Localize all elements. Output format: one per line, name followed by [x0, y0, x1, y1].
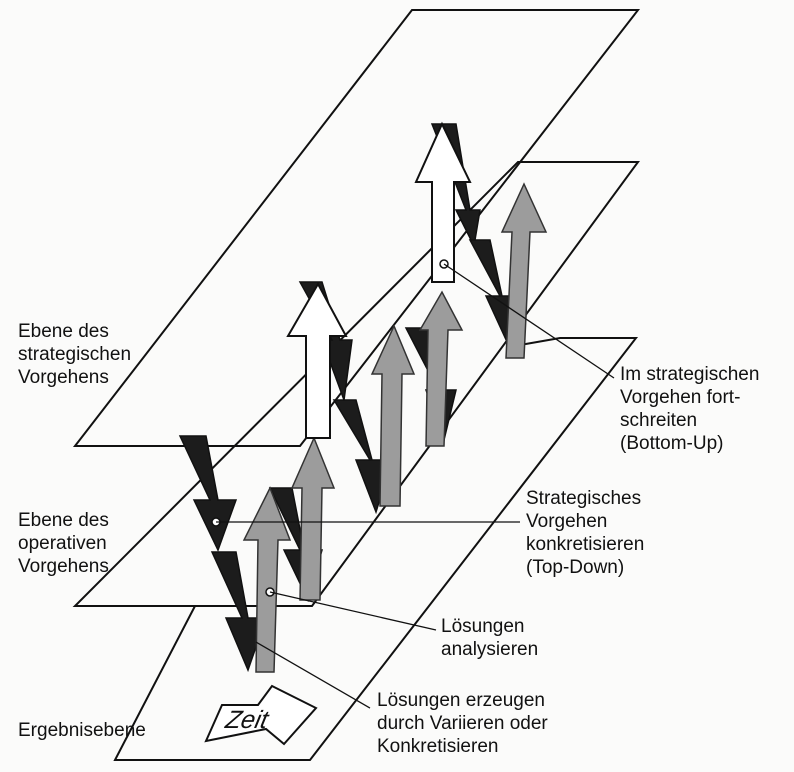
- label-operative-plane: Ebene des operativen Vorgehens: [18, 510, 109, 577]
- time-arrow-label: Zeit: [223, 706, 271, 734]
- up-arrow-grey-1: [242, 486, 292, 673]
- up-arrows-white: [286, 121, 472, 439]
- up-arrows-grey: [242, 182, 548, 673]
- leader-generate: [255, 641, 371, 709]
- label-bottom-up: Im strategischen Vorgehen fort- schreite…: [620, 364, 760, 454]
- label-generate: Lösungen erzeugen durch Variieren oder K…: [377, 690, 548, 757]
- label-result-plane: Ergebnisebene: [18, 720, 146, 741]
- label-analyse: Lösungen analysieren: [441, 616, 539, 660]
- up-arrow-white-1: [286, 281, 348, 439]
- label-top-down: Strategisches Vorgehen konkretisieren (T…: [526, 488, 645, 578]
- up-arrow-grey-3: [370, 324, 416, 507]
- leader-lines: [216, 263, 615, 709]
- label-strategic-plane: Ebene des strategischen Vorgehens: [18, 321, 132, 388]
- up-arrow-grey-5: [500, 182, 548, 359]
- leader-analyse: [269, 591, 437, 631]
- up-arrow-grey-4: [418, 290, 464, 447]
- up-arrow-white-2: [414, 121, 472, 283]
- time-arrow-shape: [204, 684, 318, 746]
- plane-operative: [72, 161, 640, 607]
- leader-bottomup: [443, 263, 615, 379]
- up-arrow-grey-2: [290, 436, 336, 601]
- plane-result: [113, 337, 639, 761]
- plane-strategic: [72, 9, 641, 447]
- down-arrow-7: [430, 123, 481, 249]
